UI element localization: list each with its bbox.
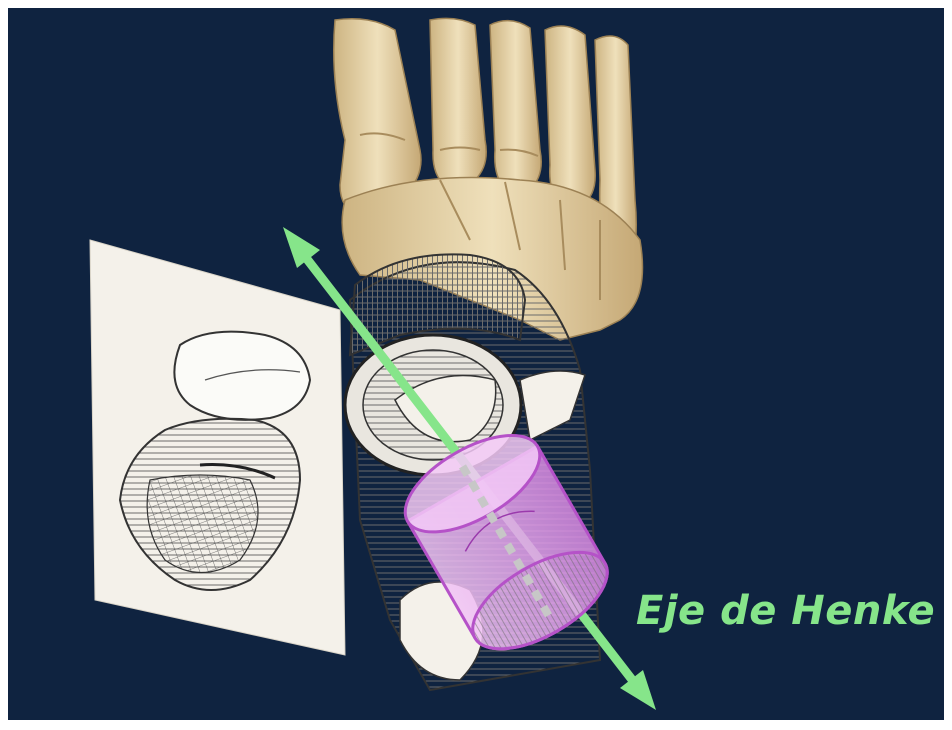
henke-axis-label: Eje de Henke [636, 588, 935, 634]
sagittal-plane [90, 240, 345, 655]
